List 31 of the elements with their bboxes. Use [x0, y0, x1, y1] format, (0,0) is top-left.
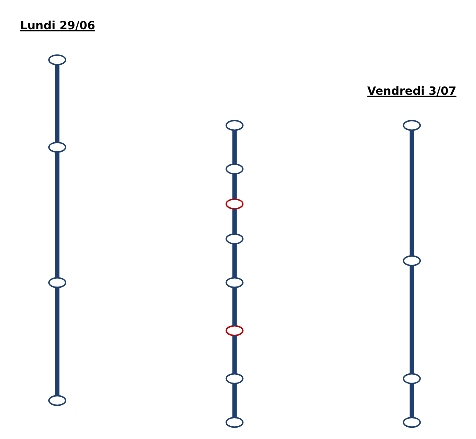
node-ellipse — [225, 417, 244, 428]
connector — [232, 130, 236, 164]
node-ellipse — [402, 417, 421, 428]
connector — [232, 174, 236, 200]
node-ellipse — [402, 373, 421, 384]
connector — [409, 266, 414, 374]
connector — [54, 152, 60, 278]
node-ellipse — [402, 255, 421, 266]
node-ellipse — [48, 395, 66, 406]
node-ellipse — [225, 198, 244, 210]
node-label: Vendredi 3/07 — [367, 84, 456, 98]
connector — [232, 288, 236, 326]
node-ellipse — [48, 277, 66, 288]
connector — [409, 130, 414, 256]
connector — [232, 244, 236, 278]
node-ellipse — [225, 277, 244, 288]
node-ellipse — [402, 120, 421, 132]
node-ellipse — [225, 373, 244, 384]
node-ellipse — [48, 142, 66, 153]
connector — [232, 209, 236, 234]
connector — [409, 384, 414, 418]
connector — [232, 384, 236, 418]
connector — [54, 65, 60, 142]
connector — [232, 336, 236, 374]
node-label: Lundi 29/06 — [20, 18, 95, 32]
connector — [54, 288, 60, 396]
node-ellipse — [225, 325, 244, 336]
node-ellipse — [225, 164, 244, 175]
node-ellipse — [225, 234, 244, 245]
node-ellipse — [225, 120, 244, 132]
node-ellipse — [48, 54, 66, 66]
